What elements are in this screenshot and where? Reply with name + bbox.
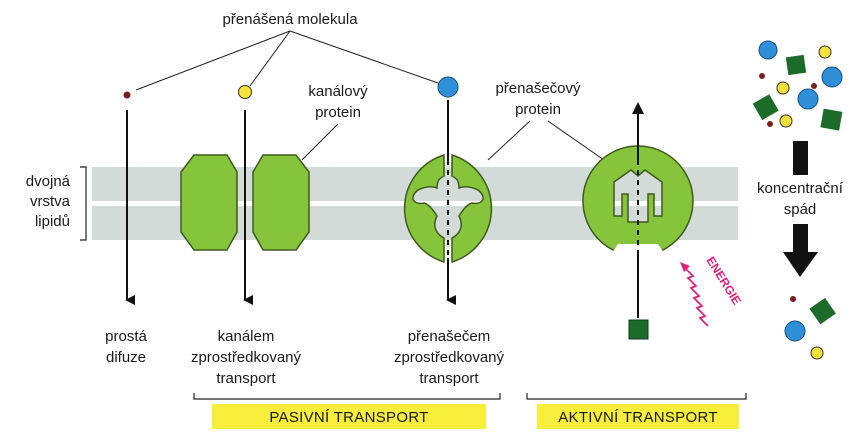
energy-zigzag	[685, 268, 708, 326]
small-molecule	[124, 92, 131, 99]
passive-transport-label: PASIVNÍ TRANSPORT	[269, 409, 428, 426]
channel-protein-label-line1: kanálový	[308, 83, 368, 100]
yellow-molecule	[777, 82, 789, 94]
carrier-protein-label-group: přenašečový protein	[488, 80, 604, 160]
gradient-label-line2: spád	[784, 201, 817, 218]
gradient-label-line1: koncentrační	[757, 180, 844, 197]
gradient-arrowhead	[783, 252, 818, 277]
blue-molecule	[438, 77, 458, 97]
bilayer-label-group: dvojná vrstva lipidů	[26, 167, 86, 240]
molecule-title: přenášená molekula	[222, 11, 358, 28]
gradient-shaft-upper	[793, 141, 808, 175]
small-molecule	[790, 296, 796, 302]
channel-protein-right-half	[253, 155, 309, 250]
low-concentration-cluster	[785, 296, 836, 359]
leader-line	[548, 121, 604, 160]
bilayer-label-line2: vrstva	[30, 193, 71, 210]
simple-diffusion-label-line1: prostá	[105, 328, 147, 345]
carrier-mediated-label-line2: zprostředkovaný	[394, 349, 505, 366]
yellow-molecule	[239, 86, 252, 99]
passive-bracket	[194, 393, 500, 399]
channel-mediated-label-line3: transport	[216, 370, 276, 387]
small-molecule	[767, 121, 773, 127]
blue-molecule	[759, 41, 777, 59]
carrier-mediated-label-line3: transport	[419, 370, 479, 387]
square-molecule	[820, 109, 842, 131]
square-molecule	[786, 55, 806, 75]
active-bracket	[527, 393, 746, 399]
blue-molecule	[798, 89, 818, 109]
high-concentration-cluster	[753, 41, 843, 131]
channel-mediated-label-group: kanálem zprostředkovaný transport	[191, 328, 302, 387]
bilayer-label-line1: dvojná	[26, 173, 71, 190]
carrier-mediated-label-group: přenašečem zprostředkovaný transport	[394, 328, 505, 387]
blue-molecule	[785, 321, 805, 341]
energy-input: ENERGIE	[680, 254, 744, 326]
molecule-title-group: přenášená molekula	[136, 11, 438, 90]
small-molecule	[811, 83, 817, 89]
carrier-mediated-label-line1: přenašečem	[408, 328, 491, 345]
channel-protein-label-group: kanálový protein	[302, 83, 368, 160]
leader-line	[290, 31, 438, 83]
square-molecule	[753, 94, 779, 120]
yellow-molecule	[780, 115, 792, 127]
leader-line	[488, 121, 530, 160]
up-arrowhead	[632, 102, 644, 114]
carrier-protein-label-line1: přenašečový	[495, 80, 581, 97]
yellow-molecule	[819, 46, 831, 58]
passive-transport-group: PASIVNÍ TRANSPORT	[194, 393, 500, 429]
channel-mediated-label-line2: zprostředkovaný	[191, 349, 302, 366]
gradient-shaft-lower	[793, 224, 808, 252]
square-molecule	[809, 298, 835, 324]
small-molecule	[759, 73, 765, 79]
square-molecule	[629, 320, 648, 339]
leader-line	[136, 31, 290, 90]
active-transport-group: AKTIVNÍ TRANSPORT	[527, 393, 746, 429]
blue-molecule	[822, 67, 842, 87]
channel-protein-left-half	[181, 155, 237, 250]
channel-protein-label-line2: protein	[315, 104, 361, 121]
simple-diffusion-label-group: prostá difuze	[105, 328, 147, 366]
bilayer-bracket	[80, 167, 86, 240]
yellow-molecule	[811, 347, 823, 359]
carrier-protein-label-line2: protein	[515, 101, 561, 118]
leader-line	[250, 31, 290, 86]
simple-diffusion-label-line2: difuze	[106, 349, 146, 366]
active-transport-label: AKTIVNÍ TRANSPORT	[558, 409, 718, 426]
channel-mediated-label-line1: kanálem	[218, 328, 275, 345]
leader-line	[302, 124, 338, 160]
energy-label: ENERGIE	[703, 254, 743, 307]
concentration-gradient: koncentrační spád	[753, 41, 844, 359]
bilayer-label-line3: lipidů	[35, 213, 70, 230]
